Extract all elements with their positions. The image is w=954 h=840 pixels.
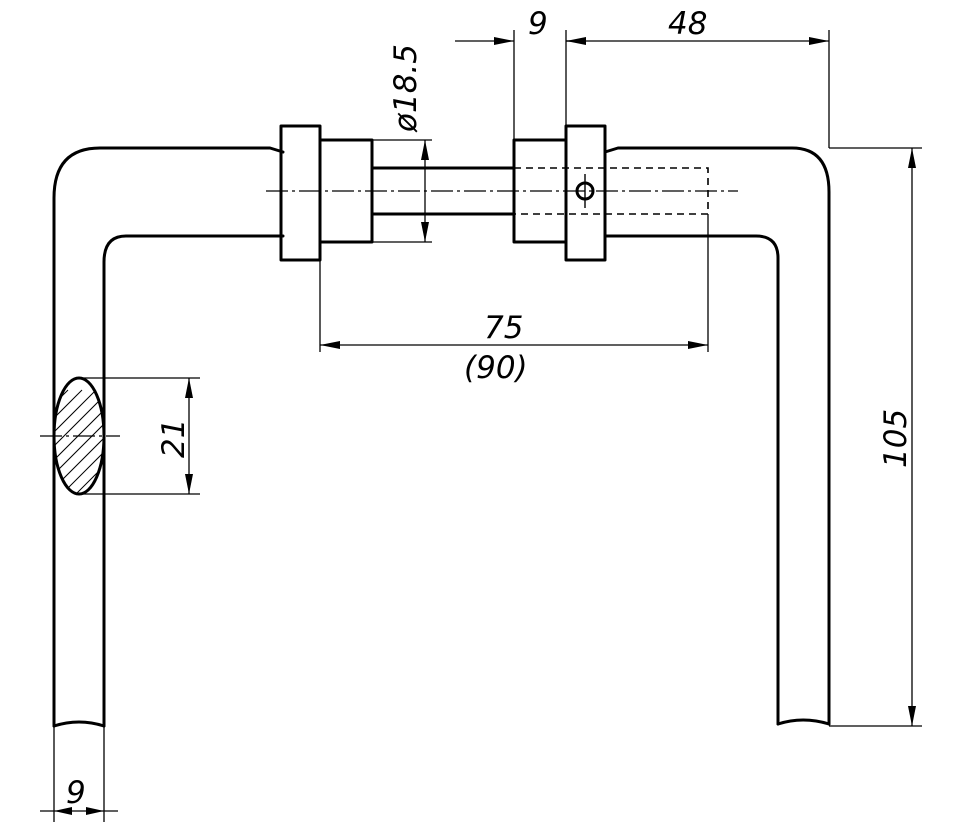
total-height-label: 105: [878, 409, 914, 468]
dimension-top-offset: 48: [566, 6, 830, 148]
lever-cross-section: [40, 376, 120, 496]
left-rose: [279, 124, 322, 262]
left-lever-end-cap: [52, 720, 106, 728]
right-rose: [564, 124, 607, 262]
spindle-diameter-label: ø18.5: [388, 44, 424, 133]
dimension-section-height: 21: [79, 377, 200, 495]
dimension-bar-width: 9: [40, 726, 118, 822]
dimension-total-height: 105: [829, 147, 922, 727]
top-offset-label: 48: [668, 6, 707, 42]
right-lever-end-cap: [776, 718, 831, 726]
spindle-length-label: 75: [484, 310, 523, 346]
bar-width-label: 9: [66, 775, 86, 811]
top-flange-width-label: 9: [528, 6, 548, 42]
dimension-spindle-diameter: ø18.5: [372, 44, 432, 243]
dimension-spindle-length: 75 (90): [319, 214, 709, 386]
dimension-top-flange-width: 9: [455, 6, 586, 140]
left-lever-outline: [52, 146, 285, 728]
section-height-label: 21: [156, 419, 192, 458]
right-lever-outline: [603, 146, 831, 726]
spindle-length-alt-label: (90): [464, 350, 528, 386]
